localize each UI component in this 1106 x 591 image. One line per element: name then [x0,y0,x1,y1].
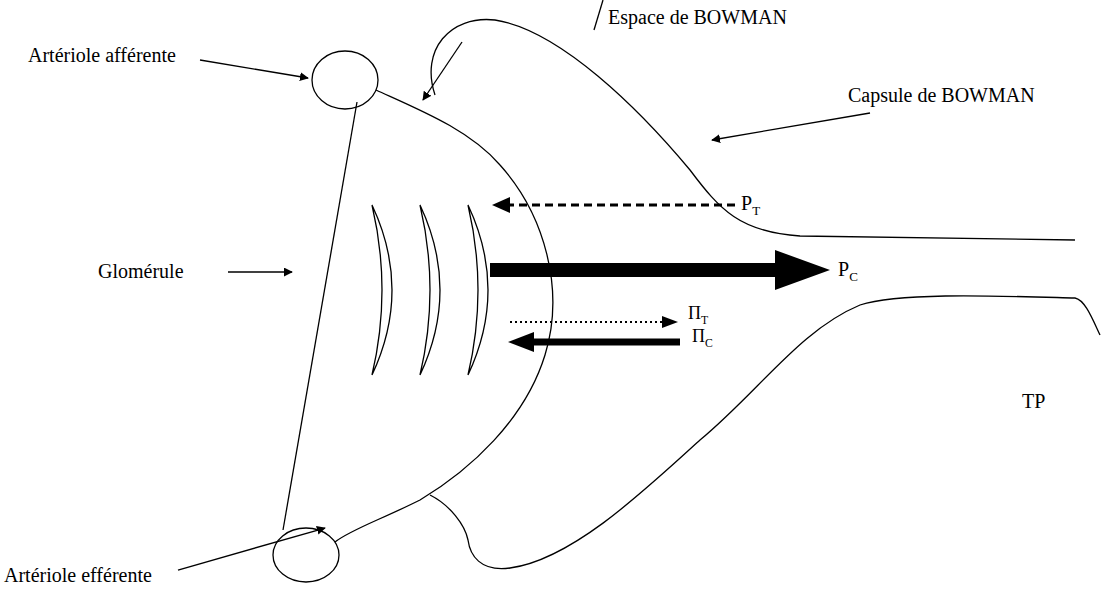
force-arrow [510,321,664,323]
leader-line [594,0,603,30]
leader-arrow [178,528,325,570]
leader-arrow [423,42,462,100]
bowman-capsule [431,20,1075,240]
structure-label: Artériole afférente [28,44,176,66]
structure-label: Glomérule [98,260,184,282]
leader-arrow [200,60,308,78]
force-arrow [508,204,735,207]
structure-label: Capsule de BOWMAN [848,84,1035,106]
force-arrow [490,263,778,277]
pressure-symbol: ΠT [688,304,708,327]
structure-label: Espace de BOWMAN [608,6,787,28]
bowman-capsule [430,296,1100,569]
force-arrowhead [508,332,534,352]
force-arrowhead [662,316,678,328]
afferent-arteriole [312,51,378,109]
capillary-loop [468,205,488,375]
pressure-symbol: ΠC [692,327,713,350]
efferent-arteriole [273,528,339,582]
capillary-loop [420,205,440,375]
pressure-symbol: PT [741,192,760,218]
leader-arrow [228,271,292,272]
force-arrow [530,339,680,346]
pressure-symbol: PC [838,258,858,284]
capillary-loop [372,205,392,375]
leader-arrow [712,113,870,140]
structure-label: Artériole efférente [4,564,152,586]
force-arrowhead [775,250,830,290]
glomerulus-outline [283,102,357,530]
force-arrowhead [492,197,510,213]
glomerulus-outline [335,90,553,542]
structure-label: TP [1022,390,1045,412]
